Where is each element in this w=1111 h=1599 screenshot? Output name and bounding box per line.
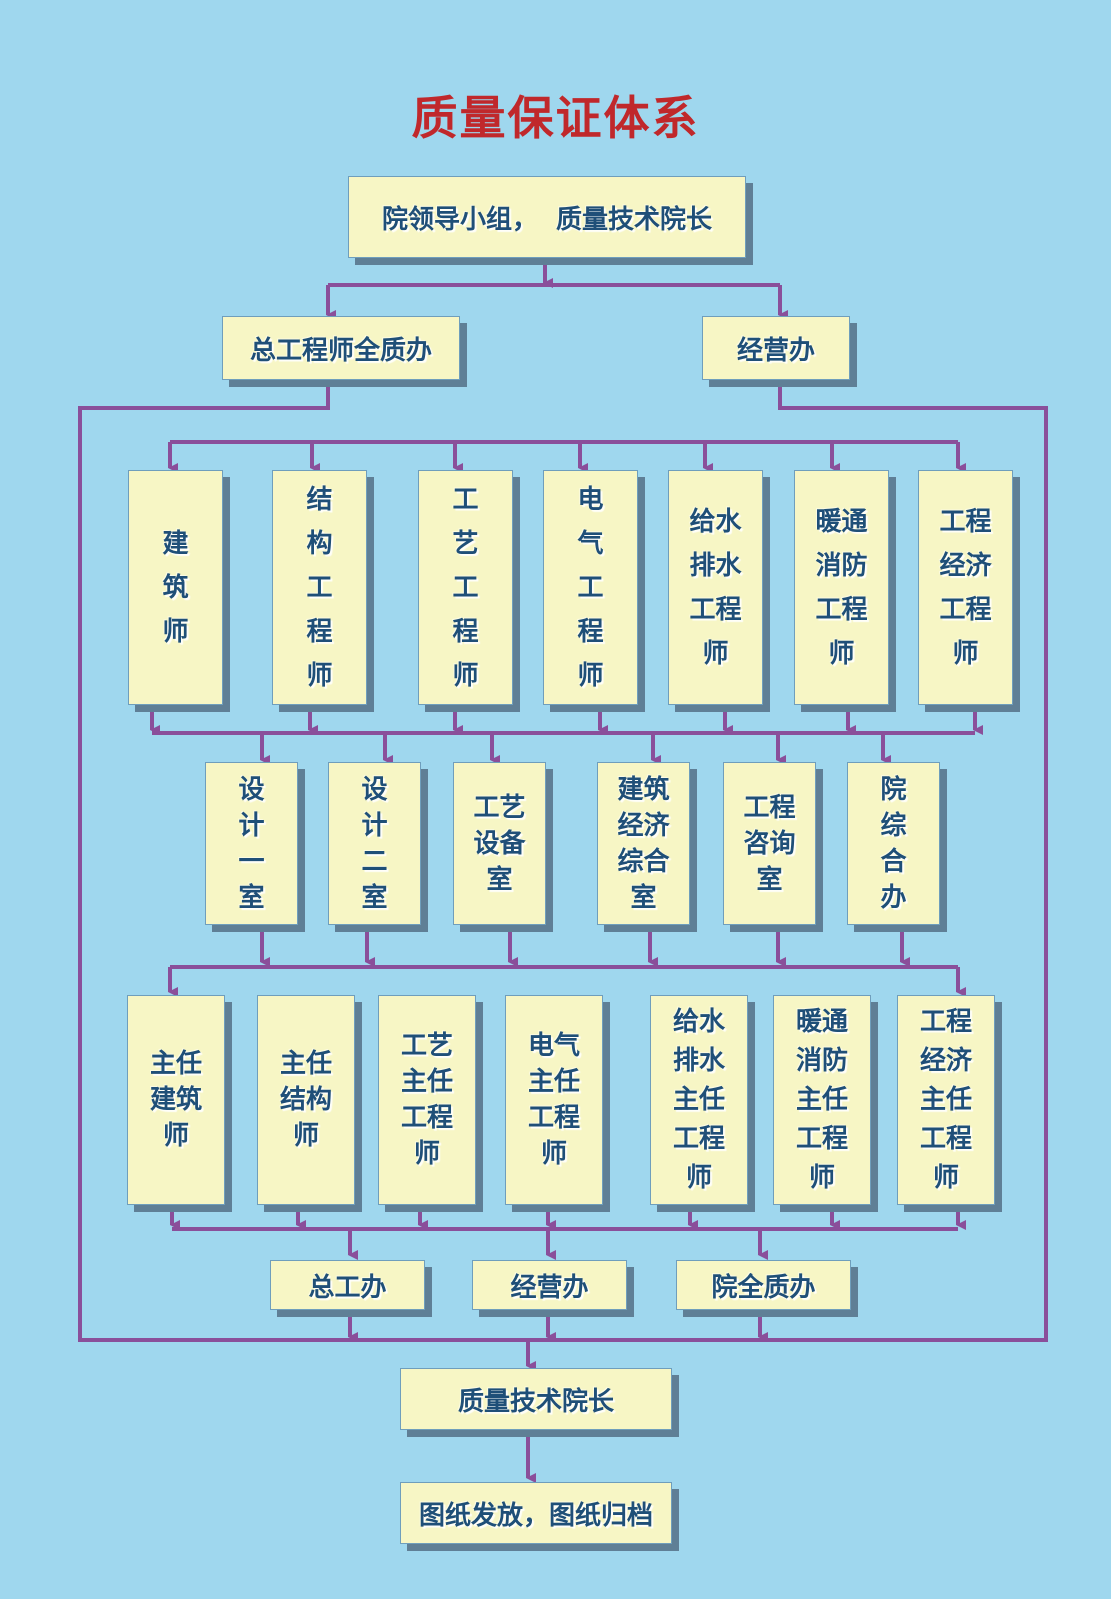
chief-box-plumbing: 给水 排水 主任 工程 师: [650, 995, 748, 1205]
engineer-label: 暖通 消防 工程 师: [815, 506, 868, 669]
engineer-box-hvac: 暖通 消防 工程 师: [794, 470, 889, 705]
drawings-label: 图纸发放，图纸归档: [418, 1500, 653, 1531]
quality-dean-label: 质量技术院长: [457, 1386, 614, 1417]
quality-office-box: 院全质办: [676, 1260, 851, 1310]
office-label: 建筑 经济 综合 室: [617, 774, 670, 913]
engineer-label: 电 气 工 程 师: [577, 484, 604, 691]
chief-work-office-label: 总工办: [308, 1272, 387, 1303]
chief-box-electrical: 电气 主任 工程 师: [505, 995, 603, 1205]
engineer-label: 结 构 工 程 师: [306, 484, 333, 691]
office-label: 设 计 一 室: [238, 774, 265, 913]
engineer-box-electrical: 电 气 工 程 师: [543, 470, 638, 705]
business-office-bottom-label: 经营办: [510, 1272, 589, 1303]
quality-office-label: 院全质办: [711, 1272, 816, 1303]
office-label: 院 综 合 办: [880, 774, 907, 913]
chief-engineer-office-label: 总工程师全质办: [249, 335, 432, 366]
chief-label: 给水 排水 主任 工程 师: [672, 1006, 725, 1193]
leadership-label: 院领导小组， 质量技术院长: [381, 204, 713, 235]
chief-label: 暖通 消防 主任 工程 师: [795, 1006, 848, 1193]
chief-engineer-office-box: 总工程师全质办: [222, 316, 460, 380]
diagram-title: 质量保证体系: [411, 91, 700, 145]
chief-box-process: 工艺 主任 工程 师: [378, 995, 476, 1205]
engineer-box-cost: 工程 经济 工程 师: [918, 470, 1013, 705]
chief-box-hvac: 暖通 消防 主任 工程 师: [773, 995, 871, 1205]
business-office-box: 经营办: [702, 316, 850, 380]
office-label: 设 计 二 室: [361, 774, 388, 913]
quality-dean-box: 质量技术院长: [400, 1368, 672, 1430]
office-box-process-equipment: 工艺 设备 室: [453, 762, 546, 925]
office-box-general: 院 综 合 办: [847, 762, 940, 925]
engineer-box-process: 工 艺 工 程 师: [418, 470, 513, 705]
chief-box-structural: 主任 结构 师: [257, 995, 355, 1205]
chief-label: 主任 结构 师: [279, 1049, 332, 1151]
engineer-label: 给水 排水 工程 师: [689, 506, 742, 669]
office-box-design-2: 设 计 二 室: [328, 762, 421, 925]
chief-label: 工艺 主任 工程 师: [400, 1031, 453, 1169]
office-label: 工程 咨询 室: [743, 792, 796, 895]
leadership-box: 院领导小组， 质量技术院长: [348, 176, 746, 258]
office-box-design-1: 设 计 一 室: [205, 762, 298, 925]
business-office-label: 经营办: [736, 335, 815, 366]
chief-work-office-box: 总工办: [270, 1260, 425, 1310]
engineer-box-architect: 建 筑 师: [128, 470, 223, 705]
office-box-building-economy: 建筑 经济 综合 室: [597, 762, 690, 925]
chief-box-architect: 主任 建筑 师: [127, 995, 225, 1205]
engineer-label: 建 筑 师: [162, 528, 189, 647]
office-box-consulting: 工程 咨询 室: [723, 762, 816, 925]
chief-label: 电气 主任 工程 师: [527, 1031, 580, 1169]
engineer-box-structural: 结 构 工 程 师: [272, 470, 367, 705]
chief-label: 主任 建筑 师: [149, 1049, 202, 1151]
engineer-label: 工 艺 工 程 师: [452, 484, 479, 691]
business-office-bottom-box: 经营办: [472, 1260, 627, 1310]
engineer-box-plumbing: 给水 排水 工程 师: [668, 470, 763, 705]
engineer-label: 工程 经济 工程 师: [939, 506, 992, 669]
chief-box-cost: 工程 经济 主任 工程 师: [897, 995, 995, 1205]
drawings-box: 图纸发放，图纸归档: [400, 1482, 672, 1544]
chief-label: 工程 经济 主任 工程 师: [919, 1006, 972, 1193]
office-label: 工艺 设备 室: [473, 792, 526, 895]
